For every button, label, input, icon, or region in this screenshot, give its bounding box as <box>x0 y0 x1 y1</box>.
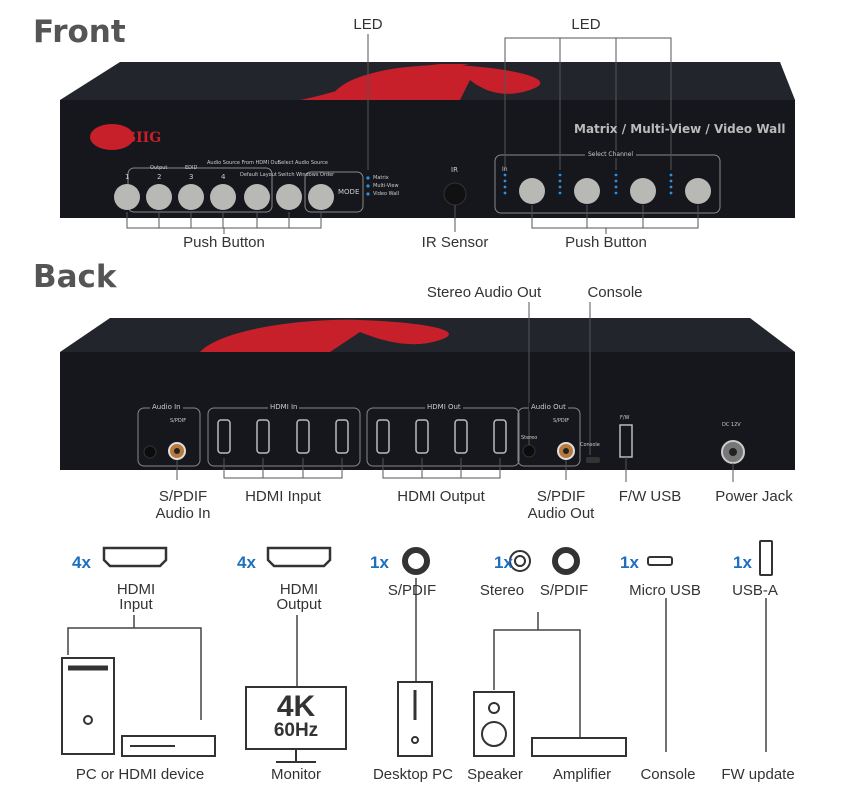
push-button-callout-right: Push Button <box>565 234 647 251</box>
desktop-pc-label: Desktop PC <box>372 766 454 783</box>
callout-line1: S/PDIF <box>158 488 208 505</box>
label-line1: HDMI <box>279 581 319 598</box>
monitor-4k-text: 4K <box>276 690 316 723</box>
console-label: Console <box>640 766 696 783</box>
label-line1: HDMI <box>116 581 156 598</box>
front-heading: Front <box>33 14 126 50</box>
power-jack-callout: Power Jack <box>715 488 793 505</box>
audio-out-qty: 1x <box>494 553 513 572</box>
ir-label: IR <box>451 166 458 174</box>
usb-a-label: USB-A <box>732 582 778 599</box>
select-audio-label: Select Audio Source <box>278 160 328 166</box>
fw-usb-callout: F/W USB <box>618 488 682 505</box>
switch-windows-label: Switch Windows Order <box>278 172 335 178</box>
spdif-out-label: S/PDIF <box>539 582 589 599</box>
speaker-label: Speaker <box>467 766 523 783</box>
hdmi-output-qty: 4x <box>237 553 256 572</box>
led-callout-right: LED <box>571 16 601 33</box>
audio-out-panel-label: Audio Out <box>529 403 568 411</box>
button-1-label: 1 <box>125 173 130 181</box>
console-callout: Console <box>587 284 643 301</box>
button-4-label: 4 <box>221 173 226 181</box>
pc-device-label: PC or HDMI device <box>75 766 205 783</box>
fw-panel-label: F/W <box>620 415 630 421</box>
callout-line2: Audio In <box>155 505 211 522</box>
stereo-label: Stereo <box>479 582 525 599</box>
back-heading: Back <box>33 259 117 295</box>
fw-update-label: FW update <box>721 766 795 783</box>
spdif-in-panel-label: S/PDIF <box>170 418 187 424</box>
front-device <box>60 62 795 218</box>
bottom-lines <box>67 578 767 752</box>
hdmi-output-callout: HDMI Output <box>397 488 485 505</box>
audio-source-hdmi-label: Audio Source From HDMI Out <box>207 160 280 166</box>
default-layout-label: Default Layout <box>240 172 277 178</box>
callout-line1: S/PDIF <box>536 488 586 505</box>
spdif-qty: 1x <box>370 553 389 572</box>
monitor-60hz-text: 60Hz <box>273 720 319 741</box>
device-icons <box>61 657 627 763</box>
mode-matrix: Matrix <box>373 175 389 181</box>
micro-usb-qty: 1x <box>620 553 639 572</box>
led-callout-left: LED <box>353 16 383 33</box>
stereo-panel-label: Stereo <box>521 435 538 441</box>
hdmi-input-callout: HDMI Input <box>245 488 321 505</box>
label-line2: Input <box>119 596 153 613</box>
spdif-label: S/PDIF <box>387 582 437 599</box>
hdmi-out-panel-label: HDMI Out <box>425 403 463 411</box>
amplifier-label: Amplifier <box>552 766 612 783</box>
dc-panel-label: DC 12V <box>722 422 741 428</box>
hdmi-input-qty: 4x <box>72 553 91 572</box>
edid-label: EDID <box>185 165 198 171</box>
front-callout-lines <box>126 34 699 234</box>
audio-in-panel-label: Audio In <box>150 403 183 411</box>
back-callout-lines <box>176 302 734 482</box>
mode-multiview: Multi-View <box>373 183 399 189</box>
back-device <box>60 318 795 470</box>
push-button-callout-left: Push Button <box>183 234 265 251</box>
select-channel-label: Select Channel <box>585 151 637 158</box>
mode-videowall: Video Wall <box>373 191 400 197</box>
usb-a-qty: 1x <box>733 553 752 572</box>
device-tagline: Matrix / Multi-View / Video Wall <box>574 122 786 136</box>
ir-sensor-callout: IR Sensor <box>421 234 489 251</box>
stereo-audio-out-callout: Stereo Audio Out <box>426 284 542 301</box>
output-label: Output <box>150 165 168 171</box>
in-label: In <box>502 166 508 173</box>
spdif-out-panel-label: S/PDIF <box>553 418 570 424</box>
brand-logo: SIIG <box>126 130 162 146</box>
console-panel-label: Console <box>580 442 600 448</box>
hdmi-in-panel-label: HDMI In <box>268 403 300 411</box>
bottom-icons <box>102 540 773 576</box>
micro-usb-label: Micro USB <box>629 582 701 599</box>
button-3-label: 3 <box>189 173 194 181</box>
button-2-label: 2 <box>157 173 162 181</box>
label-line2: Output <box>276 596 322 613</box>
callout-line2: Audio Out <box>527 505 595 522</box>
monitor-label: Monitor <box>270 766 322 783</box>
mode-label: MODE <box>338 188 360 196</box>
